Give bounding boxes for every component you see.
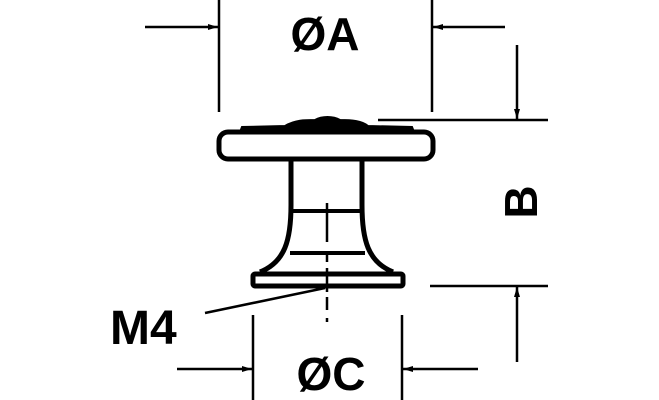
knob-drawing [216,116,436,322]
dimension-a [145,0,505,112]
thread-label: M4 [110,302,177,355]
thread-leader-line [204,286,326,315]
dimension-c [177,315,478,400]
knob-stem [258,160,395,275]
dimension-b [378,45,548,362]
dimension-a-label: ØA [291,8,360,60]
knob-top-decoration [238,116,416,133]
dimension-b-label: B [495,185,547,218]
dimension-c-label: ØC [297,348,366,400]
knob-cap [216,129,436,162]
